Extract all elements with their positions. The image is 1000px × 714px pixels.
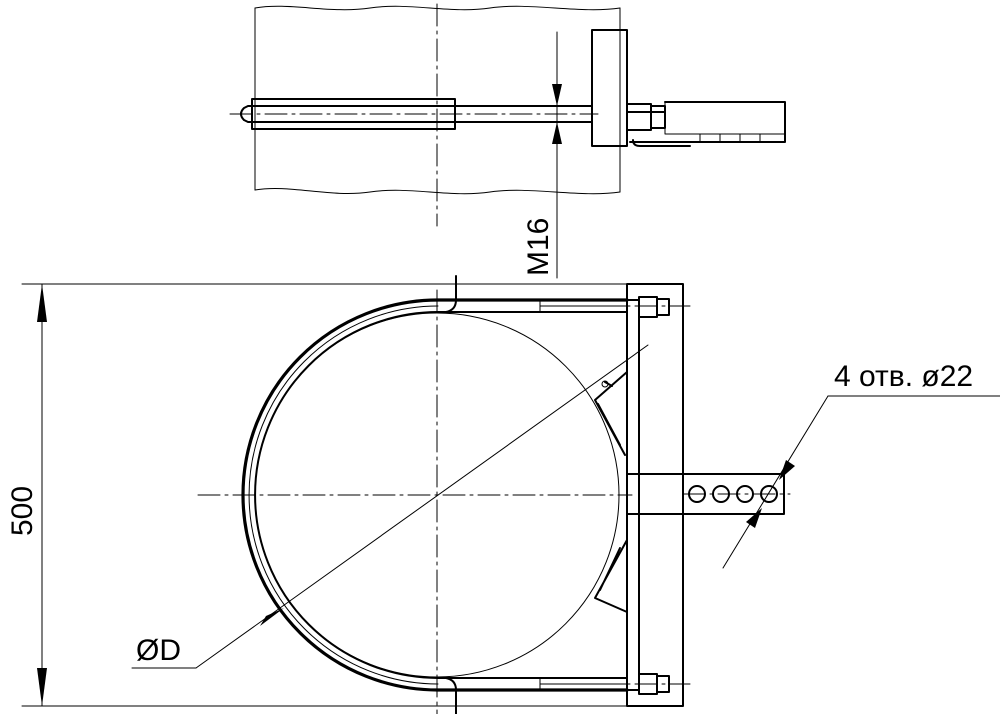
diameter-arrow-point [601, 380, 609, 388]
m16-arrow-bottom [552, 122, 562, 144]
m16-arrow-top [552, 84, 562, 106]
nut-top-view [626, 103, 652, 131]
diameter-label: ØD [136, 634, 181, 667]
holes-note-label: 4 отв. ø22 [834, 360, 973, 393]
bracket-arm-top-detail [664, 101, 786, 143]
holes-arrow-top [779, 460, 795, 480]
height-dimension-label: 500 [6, 486, 39, 536]
plate-top-view [591, 29, 628, 147]
thread-dimension-label: M16 [522, 218, 555, 276]
bracket-arm-top [626, 101, 786, 147]
clamp-top-hook [445, 275, 457, 313]
nut-top [638, 296, 658, 318]
front-view: ØD 4 отв. ø22 500 [6, 275, 1000, 714]
holes-arrow-bottom [746, 508, 762, 528]
height-arrow-top [37, 284, 47, 322]
clamp-bottom-hook [445, 677, 457, 714]
diameter-line [195, 344, 649, 669]
base-plate [626, 283, 684, 707]
nut-top-view-2 [650, 105, 666, 129]
nut-top-2 [656, 298, 670, 316]
holes-note-leader [722, 395, 829, 569]
pipe-break-top [254, 5, 621, 11]
top-view: M16 [229, 3, 786, 279]
diameter-arrow [260, 608, 284, 626]
height-arrow-bottom [37, 668, 47, 706]
gusset-bottom [594, 539, 628, 613]
bracket-arm [626, 473, 785, 515]
